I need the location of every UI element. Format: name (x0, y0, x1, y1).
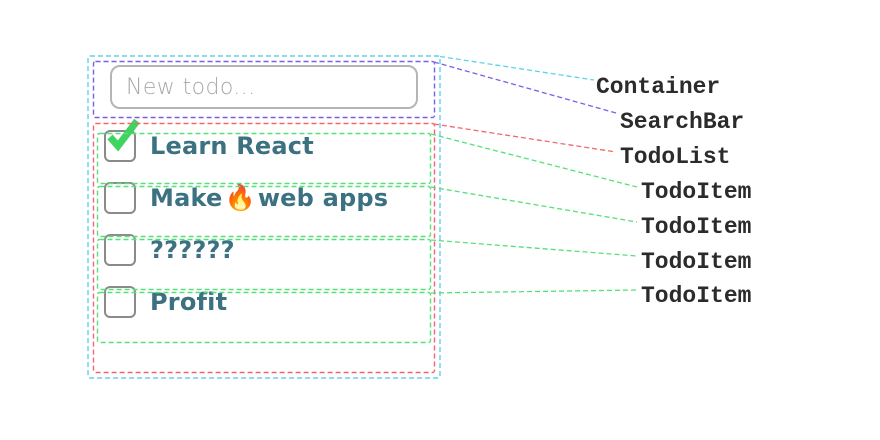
annotation-label-todoitem-2: TodoItem (641, 214, 752, 240)
annotation-label-todoitem-3: TodoItem (641, 249, 752, 275)
annotation-label-container: Container (596, 74, 721, 100)
annotation-label-todolist: TodoList (620, 144, 731, 170)
annotation-label-searchbar: SearchBar (620, 109, 745, 135)
annotation-label-todoitem-1: TodoItem (641, 179, 752, 205)
annotation-label-todoitem-4: TodoItem (641, 283, 752, 309)
